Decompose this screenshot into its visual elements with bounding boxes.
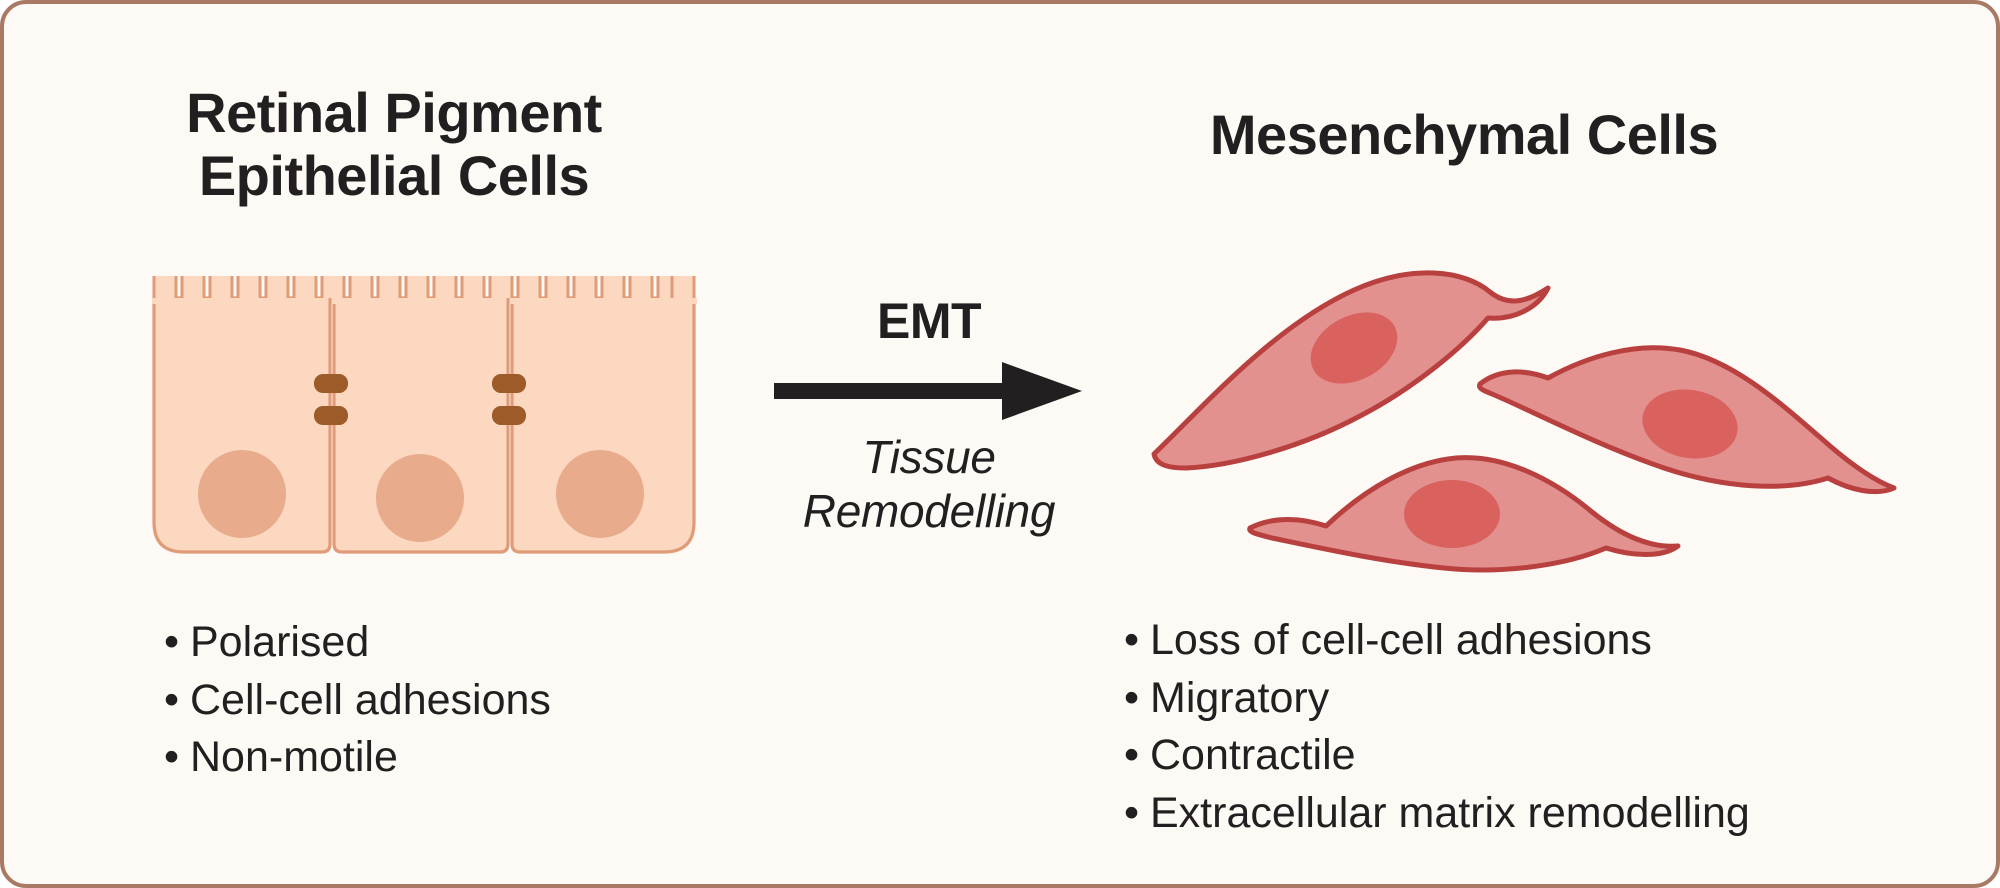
cell-junctions: [314, 374, 526, 425]
emt-transition-block: EMT Tissue Remodelling: [764, 292, 1094, 539]
list-item: • Migratory: [1124, 670, 1750, 728]
bullet-icon: •: [1124, 616, 1140, 664]
list-item-label: Polarised: [190, 618, 370, 666]
list-item-label: Migratory: [1150, 673, 1330, 722]
list-item: • Non-motile: [164, 729, 551, 787]
bullet-icon: •: [1124, 788, 1140, 837]
epithelial-feature-list: • Polarised • Cell-cell adhesions • Non-…: [164, 614, 551, 787]
list-item: • Contractile: [1124, 727, 1750, 785]
list-item-label: Contractile: [1150, 731, 1356, 780]
list-item-label: Non-motile: [190, 733, 398, 782]
list-item: • Polarised: [164, 614, 551, 672]
list-item-label: Extracellular matrix remodelling: [1150, 788, 1750, 837]
emt-sublabel-line-2: Remodelling: [802, 485, 1056, 538]
list-item: • Extracellular matrix remodelling: [1124, 785, 1750, 843]
bullet-icon: •: [164, 618, 180, 666]
epithelial-title-line-1: Retinal Pigment: [186, 81, 602, 144]
microvilli: [152, 276, 696, 302]
mesenchymal-cell: [1151, 270, 1551, 471]
emt-label: EMT: [876, 293, 982, 349]
bullet-icon: •: [164, 675, 180, 724]
list-item: • Loss of cell-cell adhesions: [1124, 612, 1750, 670]
mesenchymal-cell: [1477, 345, 1897, 495]
epithelial-title-line-2: Epithelial Cells: [198, 143, 590, 207]
mesenchymal-cells-illustration: [1144, 256, 1904, 586]
list-item-label: Cell-cell adhesions: [190, 675, 551, 724]
epithelial-nuclei: [198, 450, 644, 542]
bullet-icon: •: [1124, 673, 1140, 722]
arrow-right-icon: [774, 360, 1084, 422]
list-item: • Cell-cell adhesions: [164, 672, 551, 730]
bullet-icon: •: [1124, 731, 1140, 780]
mesenchymal-panel-title: Mesenchymal Cells: [1209, 103, 1719, 166]
emt-sublabel-line-1: Tissue: [862, 431, 996, 483]
epithelial-cells-illustration: [152, 276, 697, 576]
epithelial-panel-title: Retinal Pigment Epithelial Cells: [124, 81, 664, 207]
list-item-label: Loss of cell-cell adhesions: [1150, 616, 1652, 664]
bullet-icon: •: [164, 733, 180, 782]
emt-sublabel: Tissue Remodelling: [764, 430, 1094, 539]
mesenchymal-feature-list: • Loss of cell-cell adhesions • Migrator…: [1124, 612, 1750, 842]
mesenchymal-cell: [1247, 455, 1681, 573]
